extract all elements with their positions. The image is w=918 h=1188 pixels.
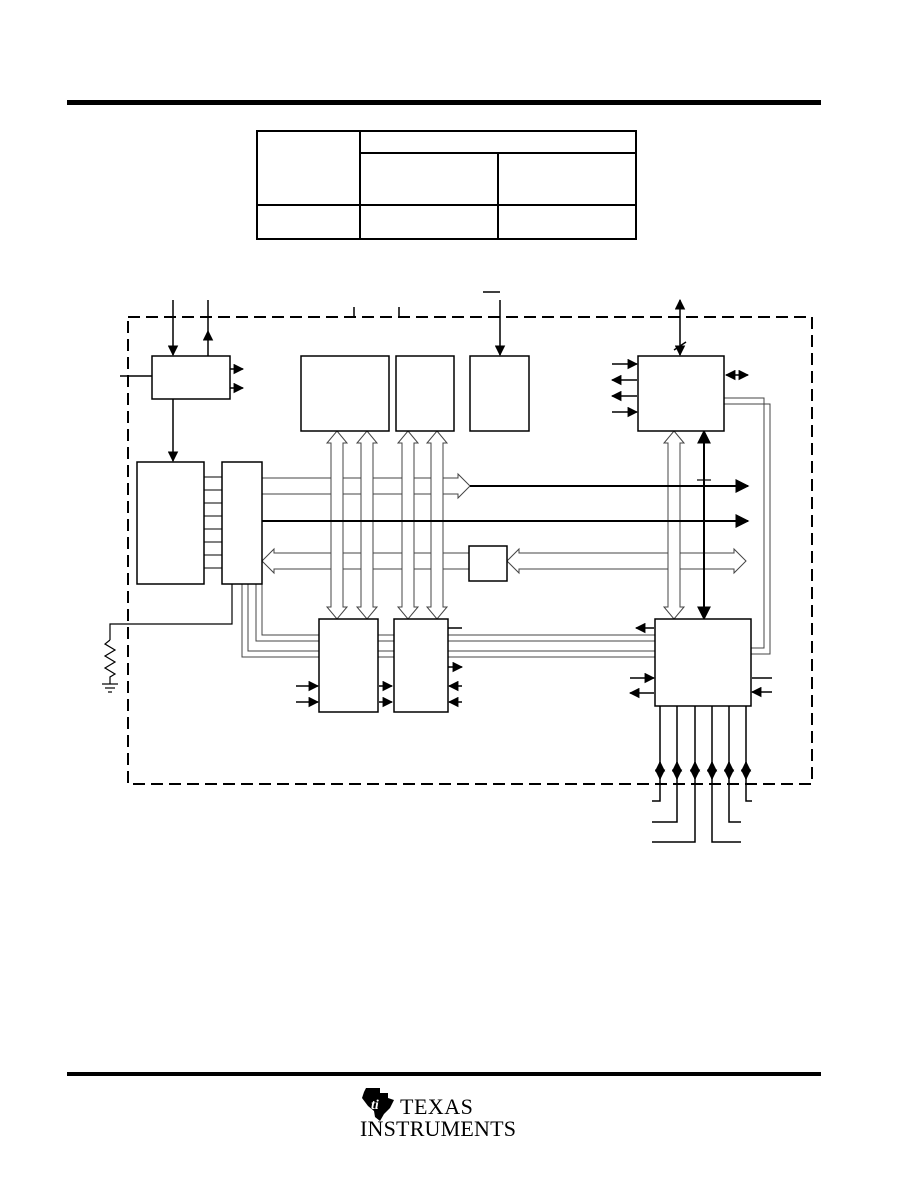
spec-table-data-cell [256, 204, 361, 240]
block-io-port [654, 618, 752, 707]
company-name-line2: INSTRUMENTS [360, 1116, 517, 1141]
spec-table-subheader-cell [359, 152, 499, 206]
header-rule [67, 100, 821, 105]
double-signal-lines [241, 397, 771, 658]
spec-table-header-cell [256, 130, 361, 206]
block-memory-2 [395, 355, 455, 432]
block-serial [637, 355, 725, 432]
company-name-line1: TEXAS [400, 1094, 474, 1119]
block-clock [151, 355, 231, 400]
bus-vertical-3 [396, 430, 420, 620]
spec-table [256, 130, 637, 240]
block-bridge [468, 545, 508, 582]
bus-vertical-1 [325, 430, 349, 620]
bus-vertical-right [662, 430, 686, 620]
block-timer-1 [318, 618, 379, 713]
footer-rule [67, 1072, 821, 1076]
functional-blocks [136, 355, 752, 713]
bus-right-long [506, 547, 747, 575]
spec-table-data-cell [359, 204, 499, 240]
signal-lines [262, 429, 750, 621]
ti-logo: ti TEXAS INSTRUMENTS [356, 1084, 516, 1142]
ground-icon [102, 683, 118, 693]
bus-vertical-2 [355, 430, 379, 620]
svg-text:ti: ti [371, 1098, 379, 1113]
bus-vertical-4 [425, 430, 449, 620]
block-memory-3 [469, 355, 530, 432]
block-memory-1 [300, 355, 390, 432]
block-timer-2 [393, 618, 449, 713]
spec-table-subheader-cell [497, 152, 637, 206]
device-boundary [127, 316, 813, 785]
interrupt-lines [204, 476, 222, 569]
ti-state-logo-icon: ti [362, 1088, 394, 1121]
pin-lines [120, 291, 772, 843]
block-cpu [221, 461, 263, 585]
spec-table-data-cell [497, 204, 637, 240]
block-interrupt [136, 461, 205, 585]
resistor-icon [103, 584, 233, 684]
internal-buses [261, 430, 747, 620]
spec-table-header-cell [359, 130, 637, 154]
